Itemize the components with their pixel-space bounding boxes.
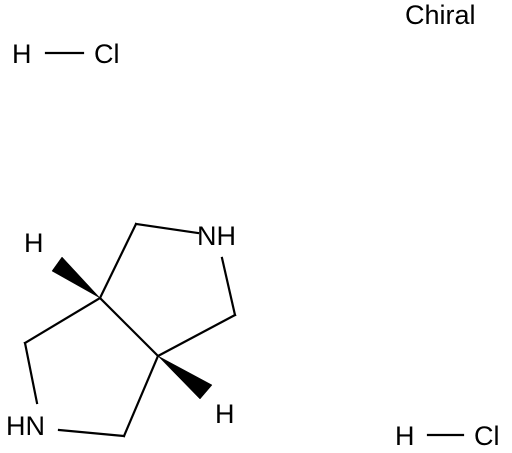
bond-c1-n2	[134, 222, 200, 235]
hcl-top-cl: Cl	[94, 39, 120, 69]
atom-label-hn: HN	[6, 411, 45, 441]
atom-label-h-bottom: H	[215, 399, 235, 429]
hcl-top: H Cl	[12, 39, 120, 69]
bond-c4-n5	[23, 341, 39, 405]
bond-n5-c6	[57, 428, 126, 438]
chiral-label: Chiral	[405, 0, 476, 30]
ring-bonds	[23, 222, 237, 438]
wedge-bond-top	[51, 256, 101, 299]
bond-c6-c6a	[122, 354, 160, 438]
hcl-bottom-h: H	[395, 421, 415, 451]
hcl-bottom-cl: Cl	[474, 421, 500, 451]
wedge-bond-bottom	[157, 355, 213, 400]
hcl-top-h: H	[12, 39, 32, 69]
bond-n2-c3	[220, 256, 237, 317]
hcl-bottom: H Cl	[395, 421, 500, 451]
bond-c3a-c4	[23, 296, 102, 345]
bond-c3-c6a	[156, 313, 237, 358]
atom-label-nh: NH	[197, 221, 236, 251]
atom-label-h-top: H	[24, 228, 44, 258]
bond-c3a-c6a	[98, 296, 160, 358]
bond-c3a-c1	[98, 222, 138, 300]
